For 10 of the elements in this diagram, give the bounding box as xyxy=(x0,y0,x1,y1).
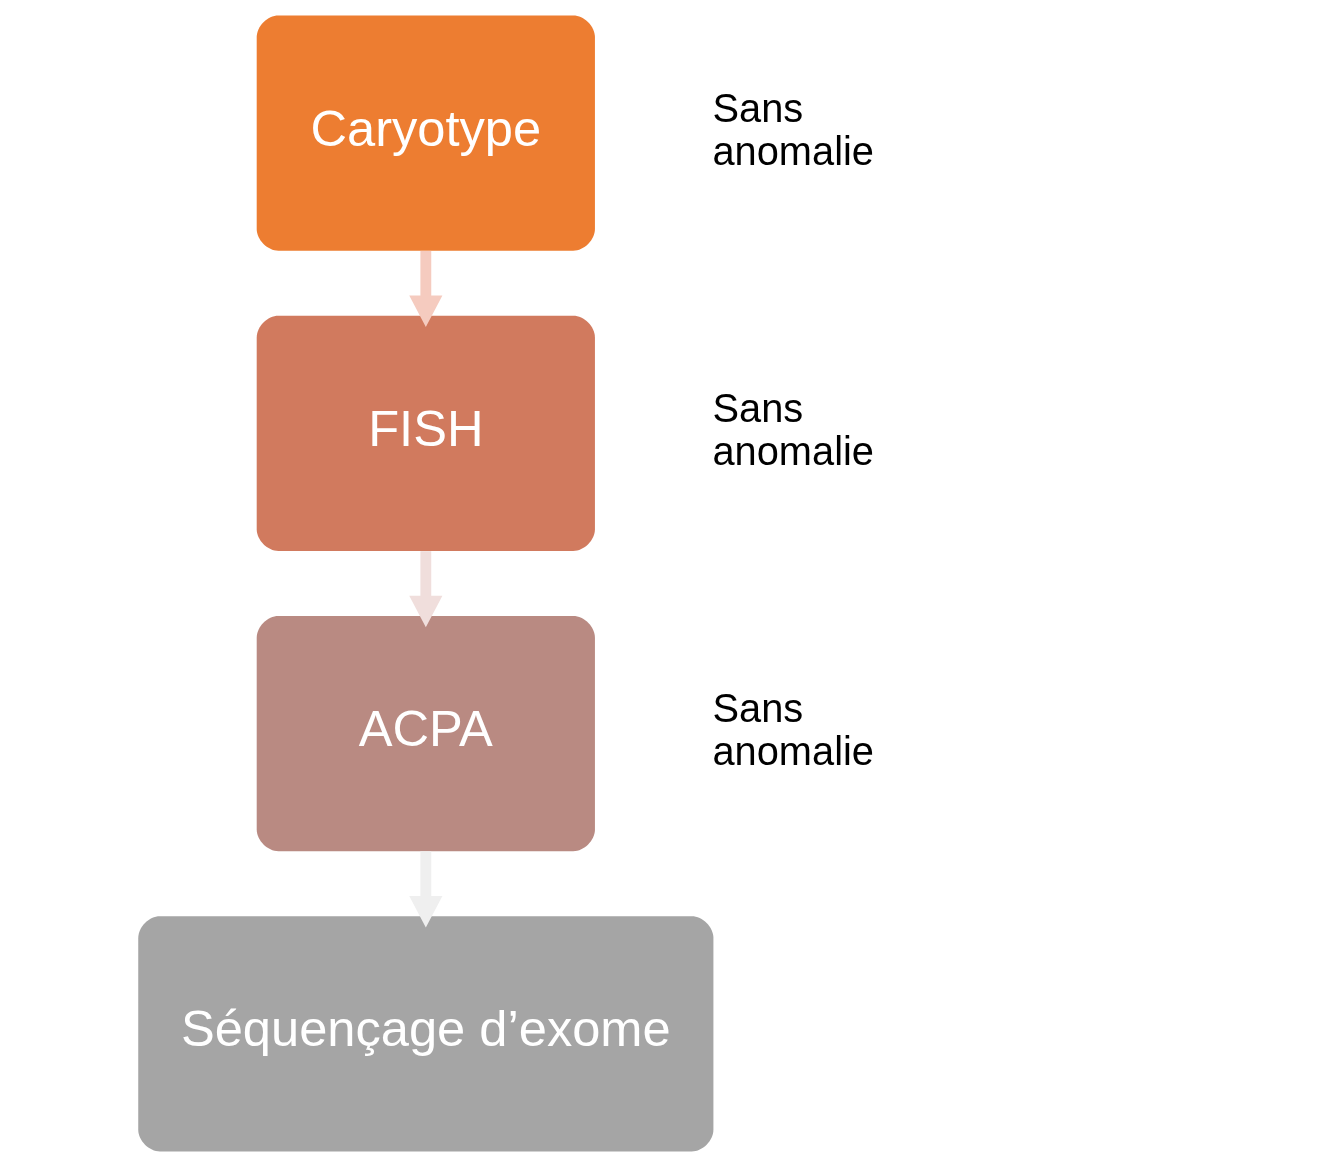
node-label: Sans anomalie xyxy=(712,686,874,774)
node-label: Sans anomalie xyxy=(712,85,874,173)
node-box: ACPA xyxy=(256,616,595,852)
arrow xyxy=(408,551,442,628)
arrow xyxy=(408,851,442,928)
node-box: FISH xyxy=(256,315,595,551)
node-label: Sans anomalie xyxy=(712,385,874,474)
arrow xyxy=(408,250,442,328)
node-box: Séquençage d’exome xyxy=(137,916,713,1152)
node-box: Caryotype xyxy=(256,15,595,251)
